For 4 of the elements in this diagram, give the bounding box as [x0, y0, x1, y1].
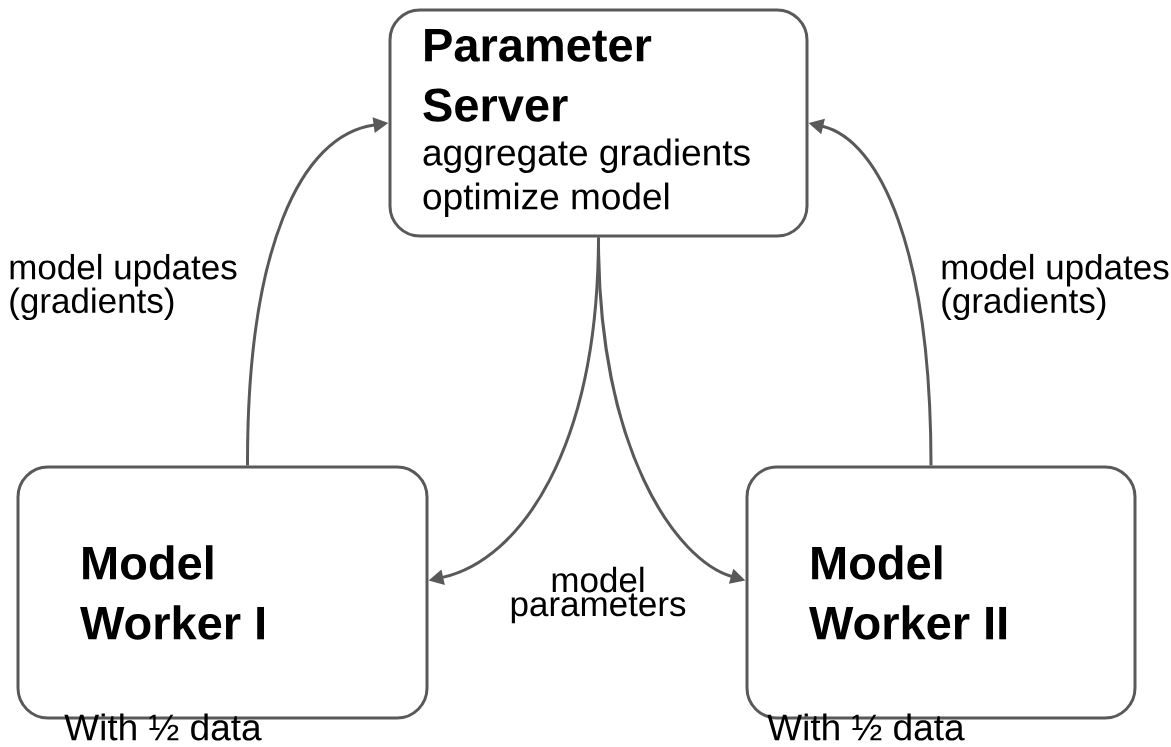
process-box: Parameter Server aggregate gradients optimize model — [388, 8, 809, 238]
edge-label: model updates (gradients) — [938, 251, 1171, 323]
label: model parameters — [511, 566, 686, 624]
edge-label: model updates (gradients) — [6, 251, 243, 323]
